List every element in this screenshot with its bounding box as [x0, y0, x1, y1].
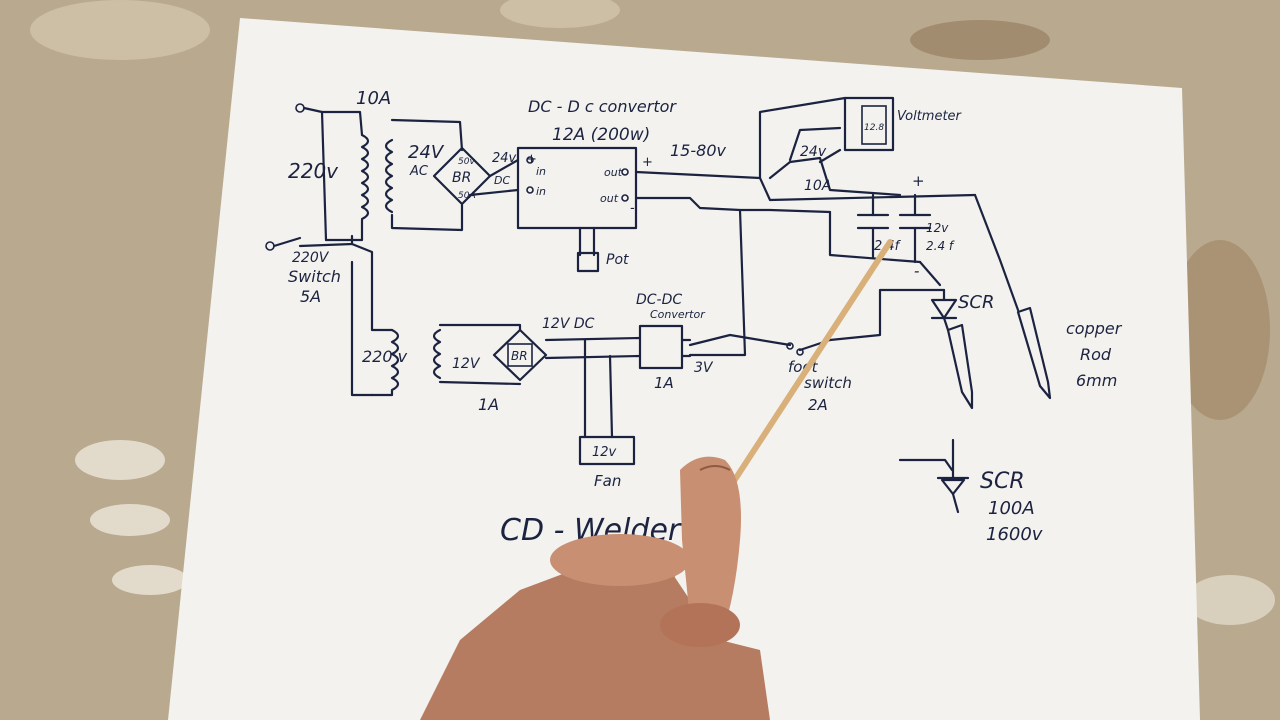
switch-current-label: 5A: [300, 287, 321, 306]
converter-plus-out: +: [642, 155, 653, 170]
dc-out-label: 24v: [492, 151, 517, 166]
electrode-line3: 6mm: [1076, 371, 1117, 390]
bridge-voltage-label: 50v: [458, 157, 475, 167]
dc-word-label: DC: [494, 174, 510, 187]
small-converter-title-1: DC-DC: [636, 292, 682, 308]
scr-spec-current: 100A: [988, 498, 1035, 519]
pot-label: Pot: [606, 252, 629, 268]
scr-spec-label: SCR: [980, 469, 1025, 494]
capacitor-minus: -: [914, 262, 919, 280]
small-converter-rating: 1A: [654, 374, 674, 392]
converter-in-upper: in: [536, 165, 546, 178]
aux-rating-label: 1A: [478, 395, 499, 414]
fan-voltage-label: 12v: [592, 445, 617, 460]
foot-switch-line2: switch: [804, 374, 852, 392]
electrode-line1: copper: [1066, 319, 1123, 338]
voltmeter-switch-voltage: 24v: [800, 144, 827, 160]
small-converter-title-2: Convertor: [650, 308, 706, 321]
aux-bridge-label: BR: [511, 349, 528, 363]
output-range-label: 15-80v: [670, 141, 726, 160]
converter-in-lower: in: [536, 185, 546, 198]
capacitor-right-value: 2.4 f: [926, 239, 955, 253]
switch-word-label: Switch: [288, 267, 341, 286]
ac-out-label: 24V: [408, 142, 445, 163]
converter-title: DC - D c convertor: [528, 97, 677, 116]
foot-switch-rating: 2A: [808, 396, 828, 414]
mains-voltage-label: 220v: [288, 159, 339, 183]
converter-plus-in: +: [526, 152, 537, 167]
capacitor-plus: +: [912, 172, 925, 190]
aux-ac-out-label: 12V: [452, 356, 481, 372]
converter-out-upper: out: [604, 166, 623, 179]
ac-word-label: AC: [409, 164, 429, 179]
scr-spec-voltage: 1600v: [986, 524, 1043, 545]
scr-symbol-label: SCR: [958, 292, 995, 313]
converter-out-lower: out: [600, 192, 619, 205]
aux-input-label: 220 v: [362, 347, 408, 366]
bridge-current-label: 50A: [458, 191, 476, 201]
circuit-wiring: [265, 96, 1052, 514]
capacitor-right-voltage: 12v: [926, 221, 949, 235]
fan-label: Fan: [594, 472, 621, 490]
paper-sheet: [168, 18, 1200, 720]
bridge-label: BR: [452, 170, 471, 186]
voltmeter-display: 12.8: [864, 123, 884, 133]
converter-rating: 12A (200w): [552, 125, 650, 145]
voltmeter-switch-current: 10A: [804, 178, 831, 194]
electrode-line2: Rod: [1080, 345, 1112, 364]
fuse-rating-label: 10A: [356, 88, 391, 109]
hand: [420, 456, 770, 720]
converter-minus-out: -: [630, 201, 635, 216]
voltmeter-label: Voltmeter: [897, 109, 963, 124]
switch-voltage-label: 220V: [292, 250, 330, 266]
small-converter-out-voltage: 3V: [694, 360, 714, 376]
aux-dc-out-label: 12V DC: [542, 316, 595, 332]
